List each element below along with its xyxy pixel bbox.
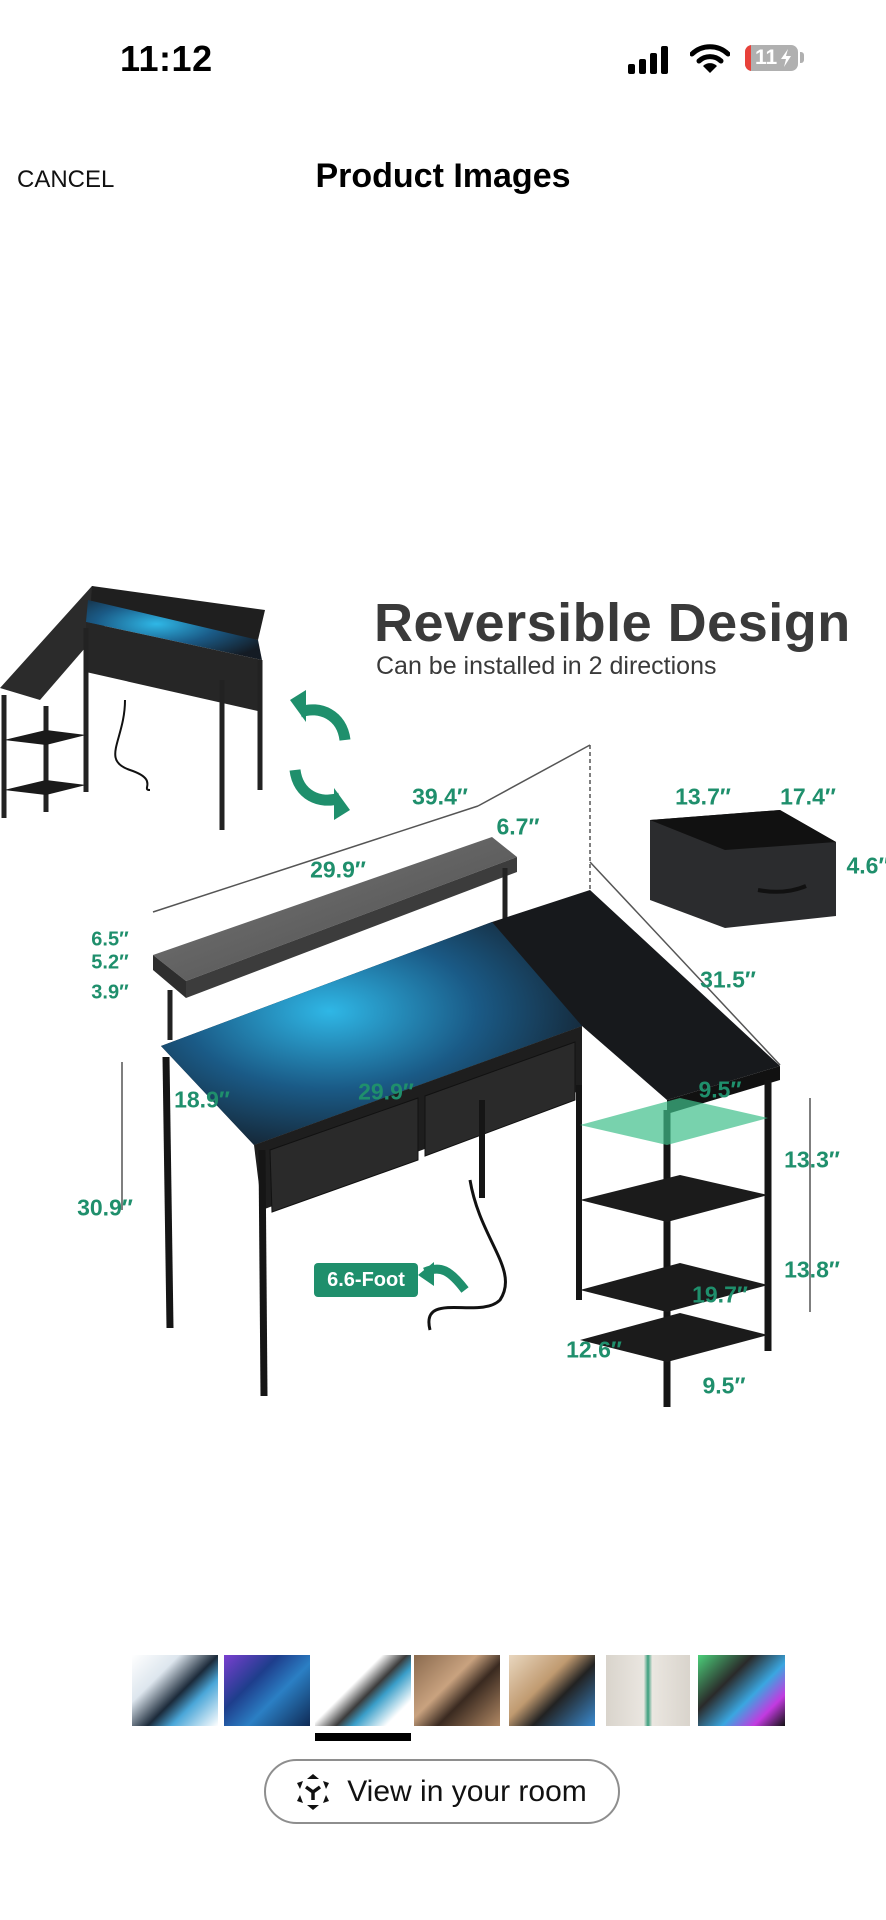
- thumbnail-1[interactable]: [132, 1655, 218, 1726]
- battery-charging-icon: 11: [745, 45, 798, 71]
- cancel-button[interactable]: CANCEL: [17, 166, 115, 193]
- dim-hutch-height-2: 5.2″: [91, 951, 129, 974]
- reverse-arrows-icon: [289, 704, 351, 806]
- page-title: Product Images: [315, 157, 571, 195]
- fabric-drawer: [650, 810, 836, 928]
- cellular-signal-icon: [628, 46, 668, 74]
- thumbnail-4[interactable]: [414, 1655, 500, 1726]
- image-subheadline: Can be installed in 2 directions: [376, 652, 717, 680]
- dim-desk-depth: 18.9″: [174, 1086, 230, 1113]
- l-shaped-desk: [161, 890, 780, 1407]
- image-headline: Reversible Design: [374, 593, 851, 653]
- monitor-riser: [153, 837, 517, 1040]
- dim-drawer-width: 13.7″: [675, 783, 731, 810]
- status-time: 11:12: [120, 38, 213, 79]
- battery-tip: [800, 52, 804, 63]
- thumbnail-2[interactable]: [224, 1655, 310, 1726]
- dim-shelf-depth: 12.6″: [566, 1336, 622, 1363]
- dim-drawer-height: 4.6″: [846, 852, 886, 879]
- dim-hutch-width: 29.9″: [310, 856, 366, 883]
- dim-shelf-width: 9.5″: [702, 1372, 746, 1399]
- cord-length-badge: 6.6-Foot: [314, 1263, 418, 1297]
- thumbnail-5[interactable]: [509, 1655, 595, 1726]
- thumbnail-6[interactable]: [606, 1655, 690, 1726]
- dim-overall-width: 39.4″: [412, 783, 468, 810]
- dim-drawer-depth: 17.4″: [780, 783, 836, 810]
- ar-cube-icon: [297, 1773, 330, 1810]
- dim-shelf-gap-2: 13.8″: [784, 1256, 840, 1283]
- dim-hutch-height-3: 3.9″: [91, 981, 129, 1004]
- dim-return-width: 9.5″: [698, 1076, 742, 1103]
- wifi-icon: [690, 44, 730, 73]
- selected-thumbnail-indicator: [315, 1733, 411, 1741]
- dim-desk-width: 29.9″: [358, 1078, 414, 1105]
- view-in-your-room-label: View in your room: [347, 1774, 587, 1808]
- dim-shelf-height: 19.7″: [692, 1281, 748, 1308]
- small-desk-preview: [0, 586, 265, 830]
- dim-shelf-gap-1: 13.3″: [784, 1146, 840, 1173]
- dim-hutch-depth: 6.7″: [496, 813, 540, 840]
- view-in-your-room-button[interactable]: View in your room: [264, 1759, 620, 1824]
- dim-return-length: 31.5″: [700, 966, 756, 993]
- dimension-lines: [121, 744, 811, 1312]
- battery-level: 11: [755, 46, 778, 69]
- dim-desk-height: 30.9″: [77, 1194, 133, 1221]
- thumbnail-3[interactable]: [315, 1655, 411, 1726]
- thumbnail-7[interactable]: [698, 1655, 785, 1726]
- dim-hutch-height-1: 6.5″: [91, 928, 129, 951]
